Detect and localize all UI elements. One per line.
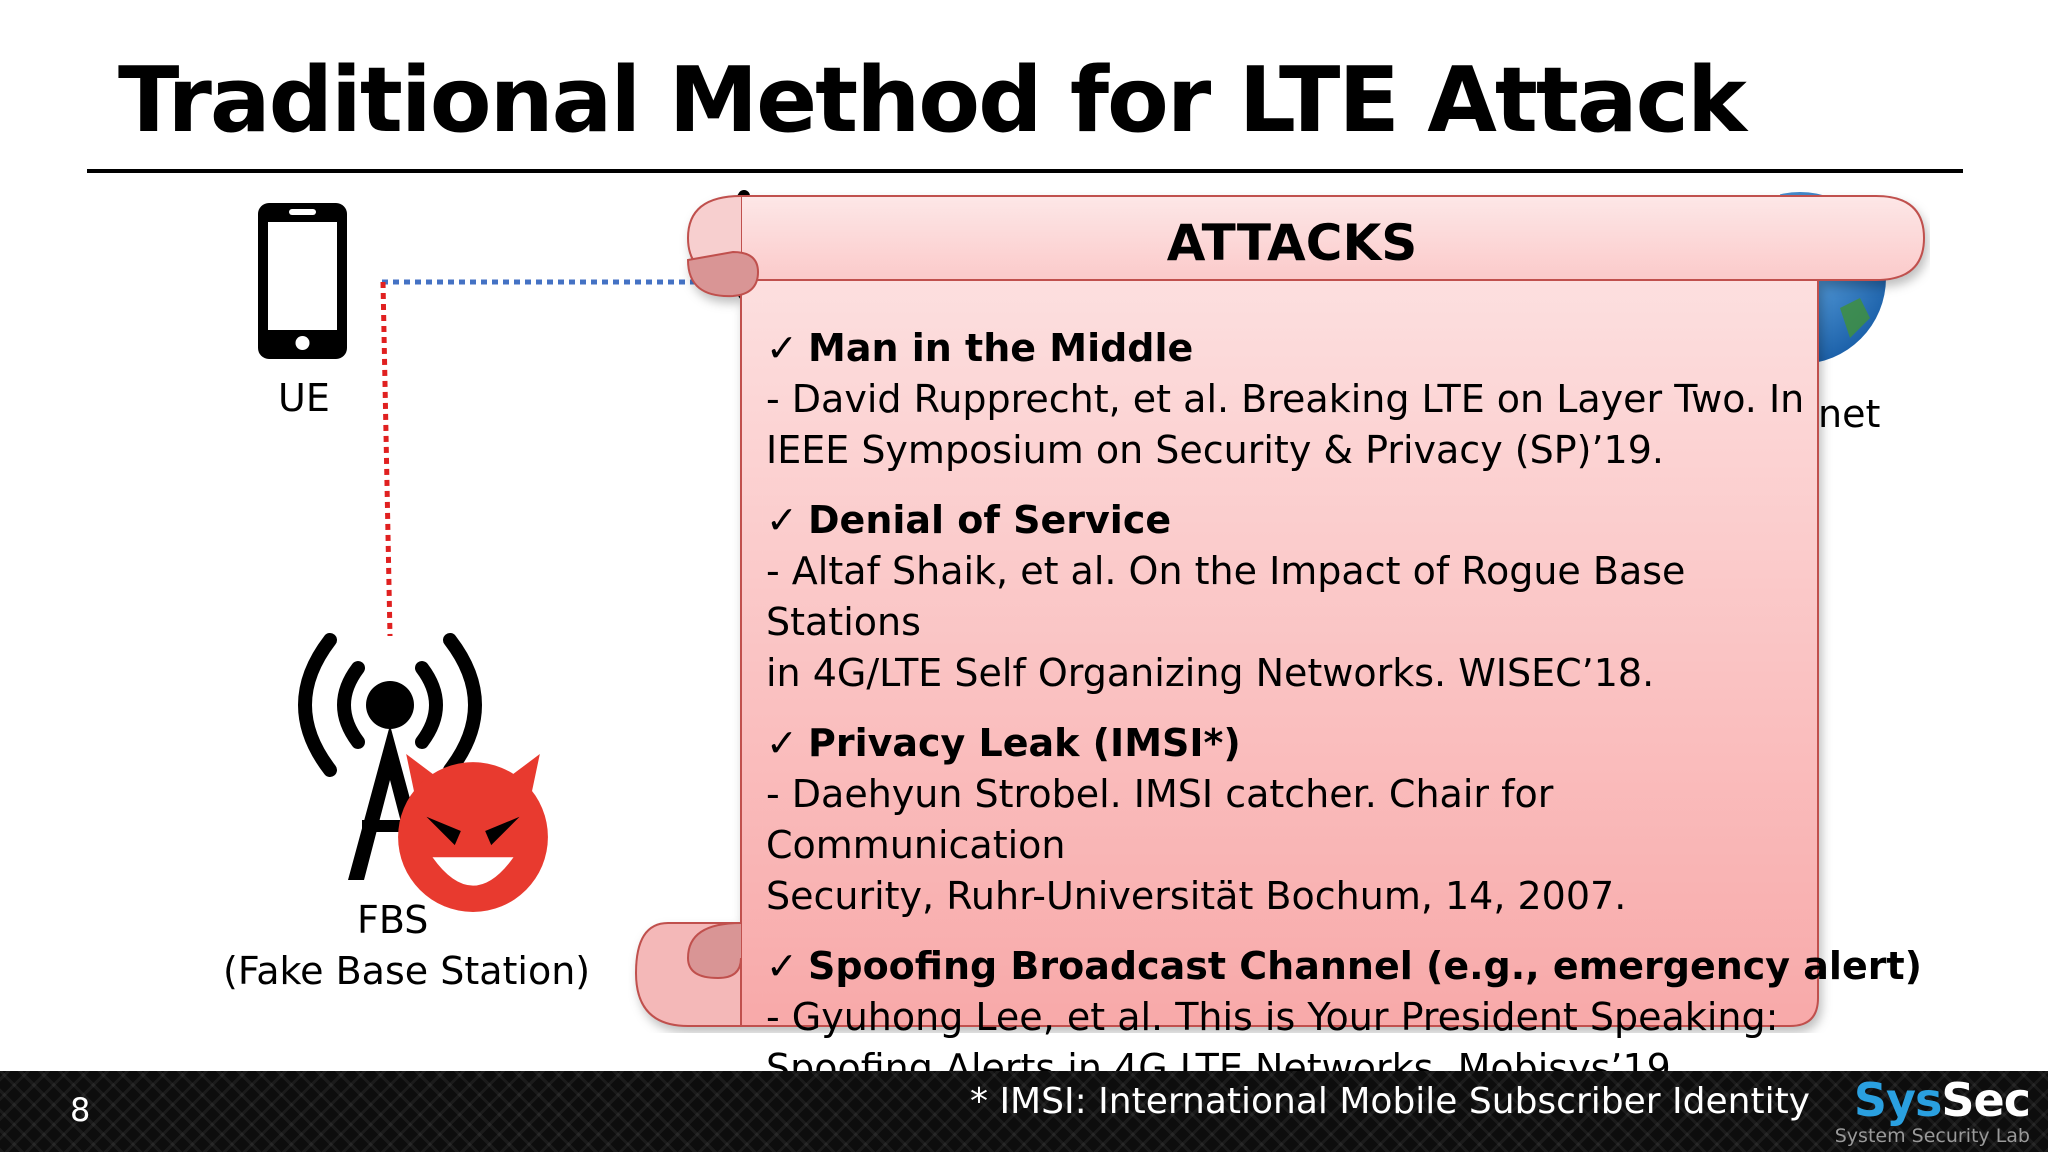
internet-label: net: [1818, 392, 1881, 436]
attack-reference-line: - Daehyun Strobel. IMSI catcher. Chair f…: [766, 772, 1554, 867]
attack-reference-line: - David Rupprecht, et al. Breaking LTE o…: [766, 377, 1805, 421]
brand-name-part1: Sys: [1853, 1073, 1942, 1127]
attack-item: ✓Spoofing Broadcast Channel (e.g., emerg…: [766, 940, 1922, 1094]
ue-label: UE: [278, 376, 330, 420]
checkmark-icon: ✓: [766, 326, 798, 370]
attacks-list: ✓Man in the Middle - David Rupprecht, et…: [766, 322, 1922, 1112]
attack-reference-line: IEEE Symposium on Security & Privacy (SP…: [766, 428, 1664, 472]
page-number: 8: [70, 1091, 91, 1129]
attack-item: ✓Privacy Leak (IMSI*) - Daehyun Strobel.…: [766, 717, 1806, 922]
attack-reference-line: - Gyuhong Lee, et al. This is Your Presi…: [766, 995, 1779, 1039]
attack-reference: - David Rupprecht, et al. Breaking LTE o…: [766, 374, 1806, 476]
attack-reference: - Altaf Shaik, et al. On the Impact of R…: [766, 546, 1806, 699]
checkmark-icon: ✓: [766, 944, 798, 988]
title-divider: [87, 169, 1963, 173]
smartphone-icon: [258, 203, 347, 359]
attack-reference-line: - Altaf Shaik, et al. On the Impact of R…: [766, 549, 1686, 644]
attacks-scroll-panel: [634, 195, 1926, 1027]
syssec-logo: SysSec System Security Lab: [1835, 1073, 2036, 1149]
fbs-sublabel: (Fake Base Station): [223, 949, 591, 993]
devil-face-icon: [398, 754, 548, 912]
attack-reference: - Daehyun Strobel. IMSI catcher. Chair f…: [766, 769, 1806, 922]
attack-name: Denial of Service: [808, 498, 1172, 542]
fbs-link-line: [380, 281, 393, 637]
brand-name-part2: Sec: [1941, 1073, 2031, 1127]
attack-item: ✓Denial of Service - Altaf Shaik, et al.…: [766, 494, 1806, 699]
attack-item: ✓Man in the Middle - David Rupprecht, et…: [766, 322, 1806, 476]
footer-bar: 8 * IMSI: International Mobile Subscribe…: [0, 1071, 2048, 1152]
fbs-label: FBS: [357, 898, 429, 942]
attack-name: Privacy Leak (IMSI*): [808, 721, 1241, 765]
attack-reference-line: in 4G/LTE Self Organizing Networks. WISE…: [766, 651, 1655, 695]
attacks-title: ATTACKS: [1166, 214, 1418, 272]
attack-name: Man in the Middle: [808, 326, 1194, 370]
slide-title: Traditional Method for LTE Attack: [118, 48, 1747, 153]
brand-subtitle: System Security Lab: [1834, 1125, 2030, 1147]
attack-name: Spoofing Broadcast Channel (e.g., emerge…: [808, 944, 1923, 988]
checkmark-icon: ✓: [766, 498, 798, 542]
footnote: * IMSI: International Mobile Subscriber …: [970, 1081, 1810, 1122]
checkmark-icon: ✓: [766, 721, 798, 765]
brand-name: SysSec: [1853, 1073, 2031, 1127]
attack-reference-line: Security, Ruhr-Universität Bochum, 14, 2…: [766, 874, 1627, 918]
